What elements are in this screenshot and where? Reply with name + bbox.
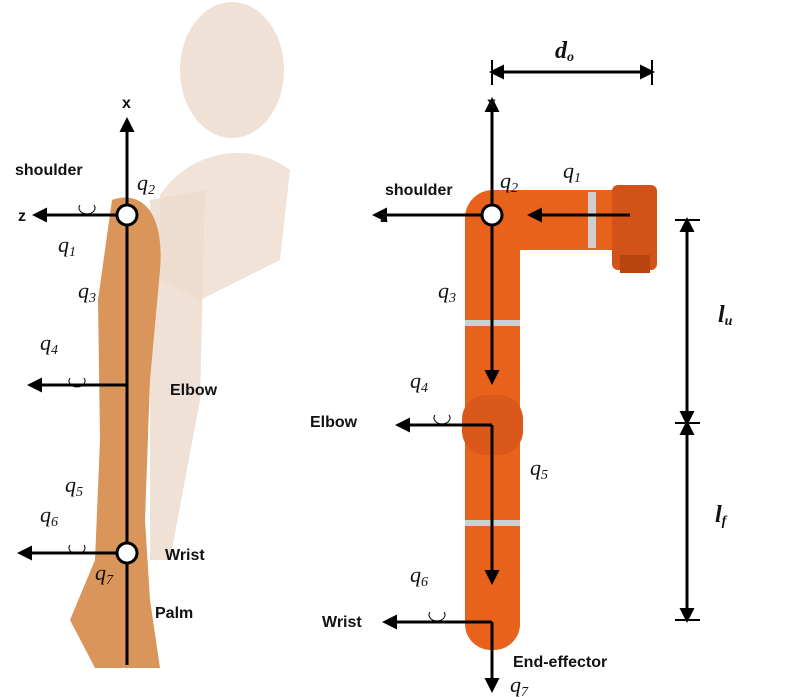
left-axes <box>17 117 139 665</box>
left-q2: q2 <box>137 170 155 198</box>
left-q6: q6 <box>40 502 58 530</box>
right-q4: q4 <box>410 368 428 396</box>
right-q2: q2 <box>500 168 518 196</box>
right-axes <box>372 60 700 693</box>
right-x-label: x <box>487 95 496 112</box>
left-shoulder-label: shoulder <box>15 162 83 179</box>
left-q3: q3 <box>78 278 96 306</box>
shoulder-joint-icon <box>480 203 504 227</box>
ghost-head <box>180 2 284 138</box>
wrist-joint-icon <box>115 541 139 565</box>
rotation-arrow-icon <box>433 414 451 425</box>
left-x-label: x <box>122 95 131 112</box>
right-q7: q7 <box>510 672 529 697</box>
right-elbow-label: Elbow <box>310 414 358 431</box>
l-u-label: lu <box>718 302 733 329</box>
right-q6: q6 <box>410 562 428 590</box>
rotation-arrow-icon <box>68 377 86 388</box>
left-wrist-label: Wrist <box>165 547 205 564</box>
left-q4: q4 <box>40 330 58 358</box>
l-f-label: lf <box>715 502 728 529</box>
left-elbow-label: Elbow <box>170 382 218 399</box>
ghost-arm <box>150 190 205 560</box>
shoulder-joint-icon <box>115 203 139 227</box>
right-q3: q3 <box>438 278 456 306</box>
left-q5: q5 <box>65 472 83 500</box>
right-wrist-label: Wrist <box>322 614 362 631</box>
left-palm-label: Palm <box>155 605 193 622</box>
right-q5: q5 <box>530 455 548 483</box>
left-z-label: z <box>18 208 26 225</box>
rotation-arrow-icon <box>78 204 96 215</box>
rotation-arrow-icon <box>428 611 446 622</box>
end-effector-label: End-effector <box>513 654 607 671</box>
left-q1: q1 <box>58 232 76 260</box>
right-q1: q1 <box>563 158 581 186</box>
human-arm <box>70 197 161 668</box>
right-z-label: z <box>380 209 388 226</box>
right-shoulder-label: shoulder <box>385 182 453 199</box>
d-o-label: do <box>555 38 574 65</box>
rotation-arrow-icon <box>68 544 86 555</box>
left-q7: q7 <box>95 560 114 588</box>
